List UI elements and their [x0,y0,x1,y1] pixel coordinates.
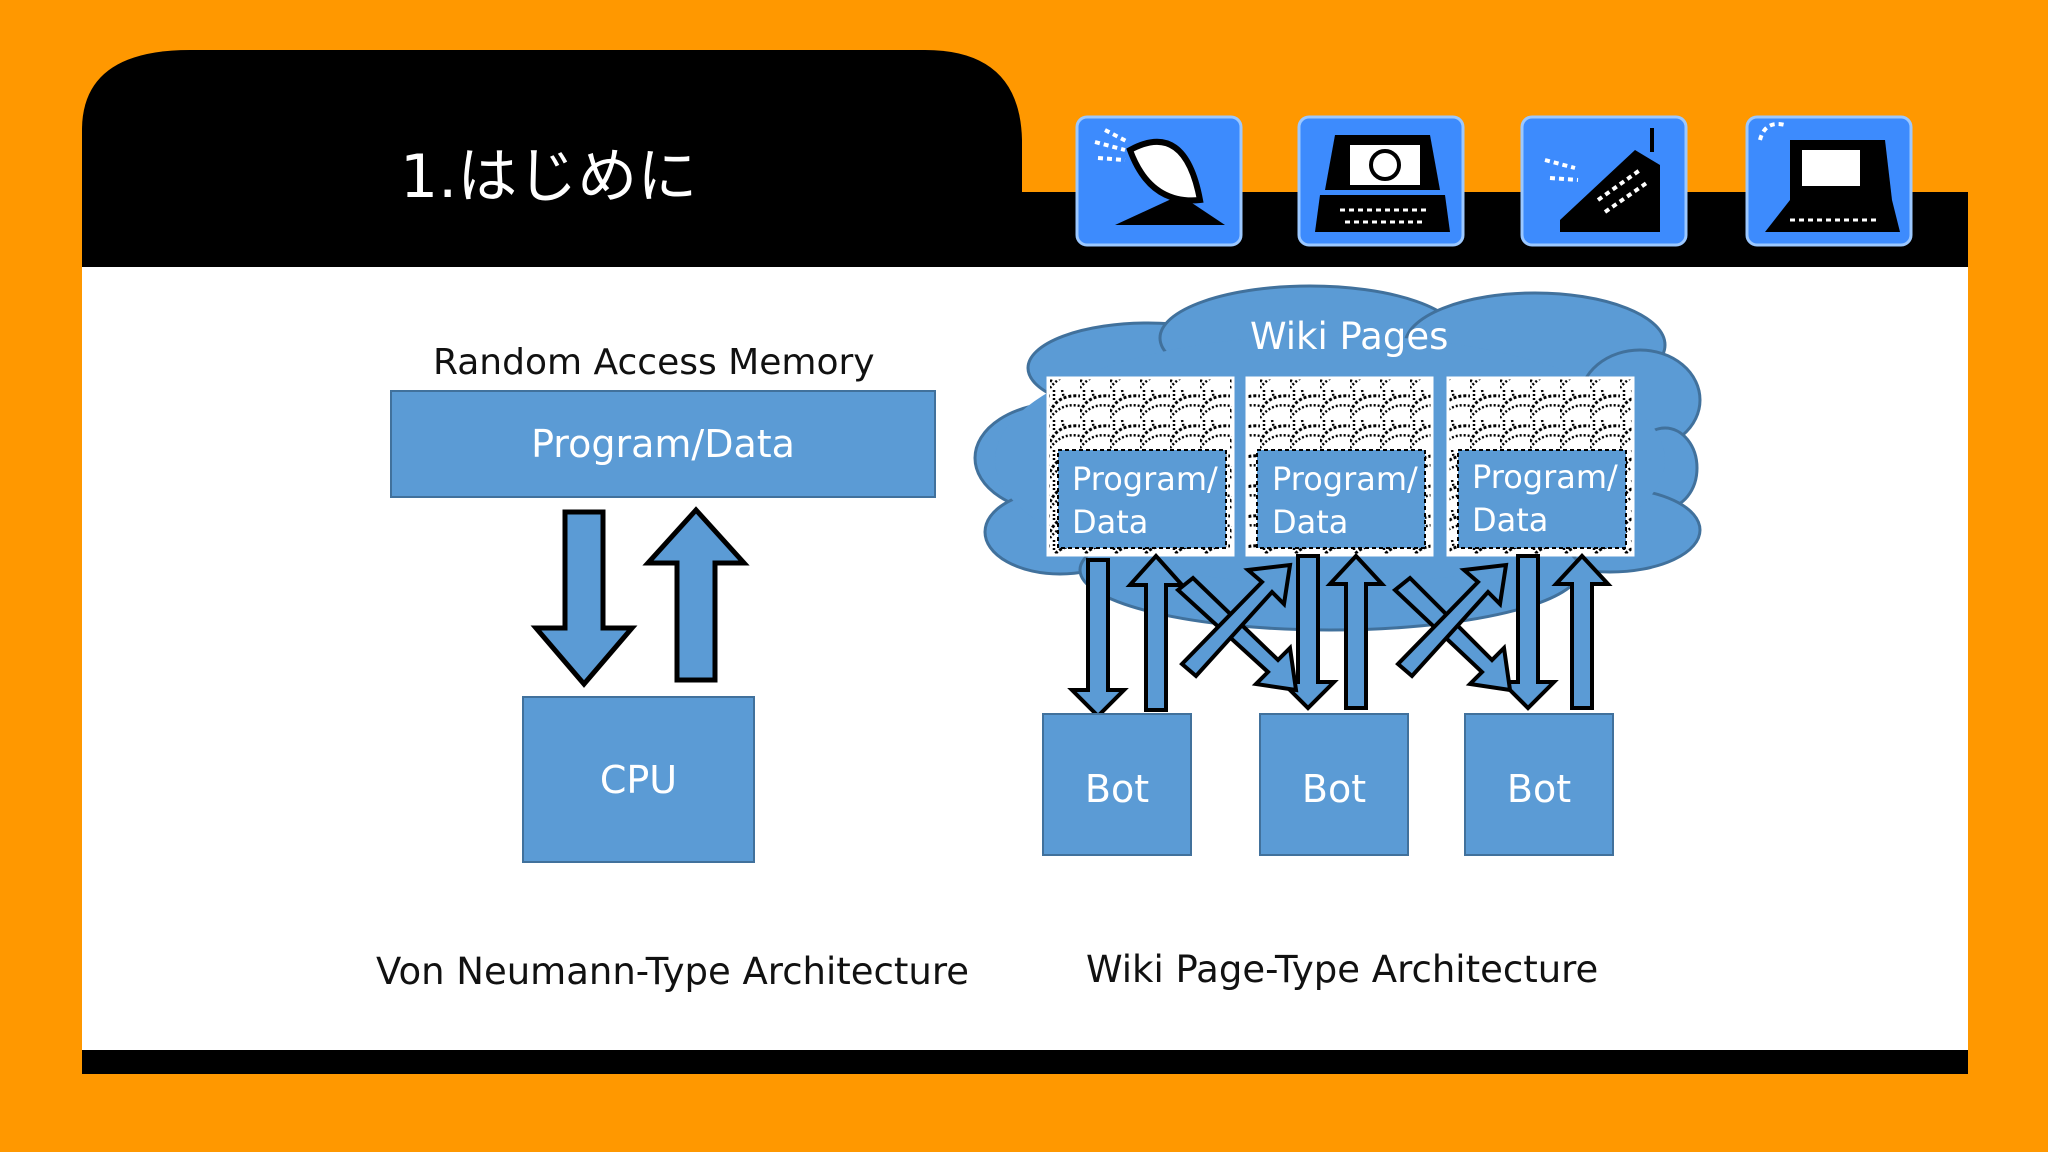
von-neumann-caption: Von Neumann-Type Architecture [376,950,970,993]
satellite-dish-icon [1075,115,1243,247]
computer-terminal-icon [1745,115,1913,247]
arrow-down [1497,554,1559,711]
cpu-box: CPU [522,696,755,863]
page-1-line2: Data [1072,503,1149,541]
bot-3-label: Bot [1506,767,1572,811]
bot-2-label: Bot [1301,767,1367,811]
arrow-diagonal [1174,575,1299,693]
arrow-up [1551,553,1613,710]
cpu-box-label: CPU [599,758,678,802]
mobile-phone-icon [1520,115,1688,247]
page-2-line2: Data [1272,503,1349,541]
arrow-diagonal [1179,562,1293,679]
cloud-label: Wiki Pages [1250,315,1449,358]
arrow-down [530,509,638,688]
bot-box-3: Bot [1464,713,1614,856]
wiki-arrows [1067,553,1613,719]
memory-box: Program/Data [390,390,936,498]
bot-box-1: Bot [1042,713,1192,856]
page-1-line1: Program/ [1072,460,1218,498]
page-2-line1: Program/ [1272,460,1418,498]
memory-label: Random Access Memory [433,342,875,383]
wiki-page-3 [1446,376,1635,557]
bot-1-label: Bot [1084,767,1150,811]
arrow-up [1325,553,1387,710]
page-title: 1.はじめに [400,142,698,212]
bottom-bar [82,1050,1968,1074]
arrow-up [1125,553,1187,712]
arrow-down [1067,558,1129,719]
arrow-up [642,506,750,683]
wiki-page-1 [1046,376,1235,557]
wiki-caption: Wiki Page-Type Architecture [1086,948,1599,991]
arrow-diagonal [1395,562,1509,679]
bot-box-2: Bot [1259,713,1409,856]
email-computer-icon [1297,115,1465,247]
page-3-line1: Program/ [1472,458,1618,496]
title-tab [82,50,1022,265]
wiki-page-2 [1245,376,1434,557]
page-3-line2: Data [1472,501,1549,539]
memory-box-label: Program/Data [531,422,795,466]
